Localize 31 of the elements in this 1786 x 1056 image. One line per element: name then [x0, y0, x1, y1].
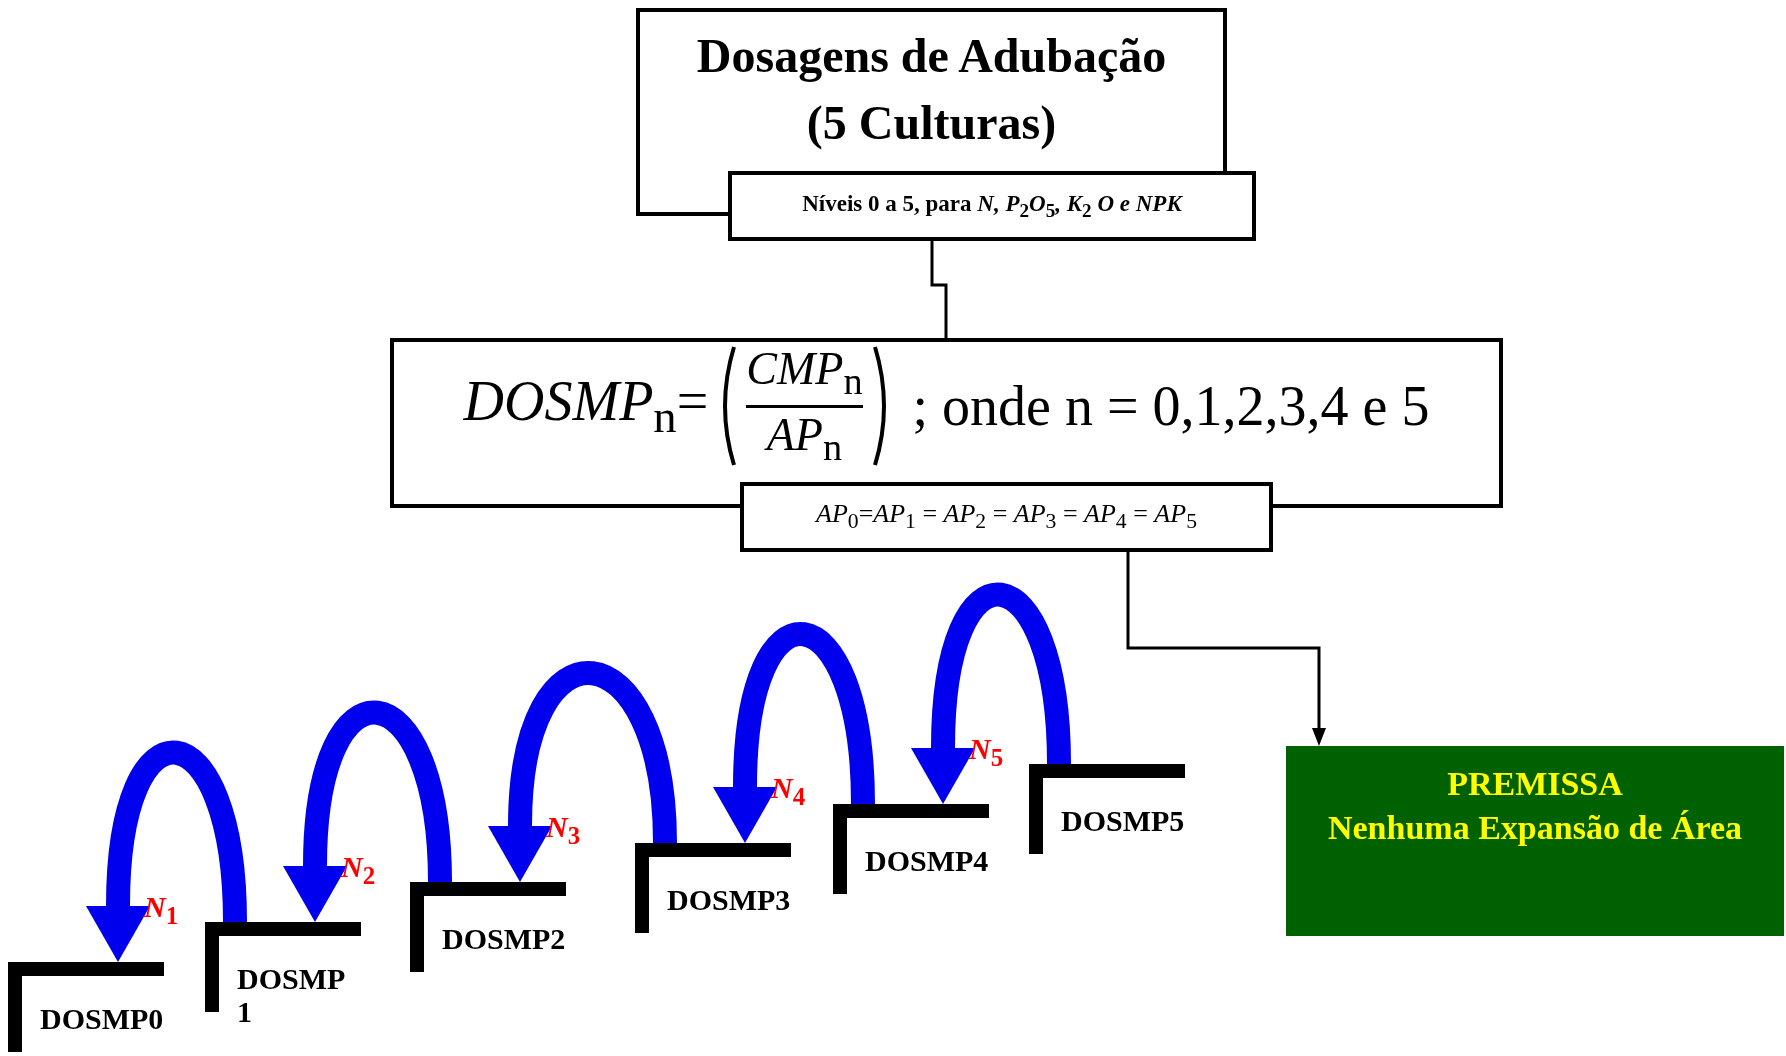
- formula-text: DOSMP$_{n}$=: [463, 368, 709, 444]
- step-label: DOSMP5: [1061, 804, 1185, 837]
- title-text: Dosagens de Adubação (5 Culturas): [695, 28, 1168, 152]
- edge-label: N$_{5}$: [969, 732, 1004, 772]
- step-label: DOSMP2: [442, 922, 566, 955]
- curved-arrow: [488, 661, 677, 882]
- note-text: AP$_{0}$=AP$_{1}$ = AP$_{2}$ = AP$_{3}$ = AP$_{4}$ = AP$_{5}$: [816, 499, 1197, 535]
- note-box: [728, 171, 1256, 241]
- curved-arrow: [911, 582, 1071, 804]
- edge-label: N$_{1}$: [144, 890, 179, 930]
- premise-box: [1286, 746, 1784, 936]
- step-label: DOSMP1: [237, 962, 347, 1028]
- arrow: [1126, 552, 1326, 746]
- step-label: DOSMP3: [667, 883, 791, 916]
- premise-heading: PREMISSA: [1446, 764, 1624, 804]
- edge-label: N$_{4}$: [771, 771, 806, 811]
- step-label: DOSMP0: [40, 1002, 164, 1035]
- connector-line: [930, 241, 948, 338]
- curved-arrow: [283, 700, 452, 922]
- curved-arrow: [713, 622, 875, 843]
- note-text: Níveis 0 a 5, para N, P$_{2}$O$_{5}$, K$_{2}$ O e NPK: [802, 190, 1182, 222]
- edge-label: N$_{2}$: [341, 850, 376, 890]
- curved-arrow: [86, 740, 247, 962]
- formula-text: ; onde n = 0,1,2,3,4 e 5: [912, 374, 1430, 438]
- step-label: DOSMP4: [865, 844, 989, 877]
- edge-label: N$_{3}$: [546, 810, 581, 850]
- formula-text: CMP$_{n}$: [746, 344, 863, 403]
- title-box: [636, 8, 1227, 174]
- note-box: [740, 482, 1273, 552]
- formula-text: AP$_{n}$: [766, 409, 843, 468]
- premise-text: Nenhuma Expansão de Área: [1326, 808, 1743, 849]
